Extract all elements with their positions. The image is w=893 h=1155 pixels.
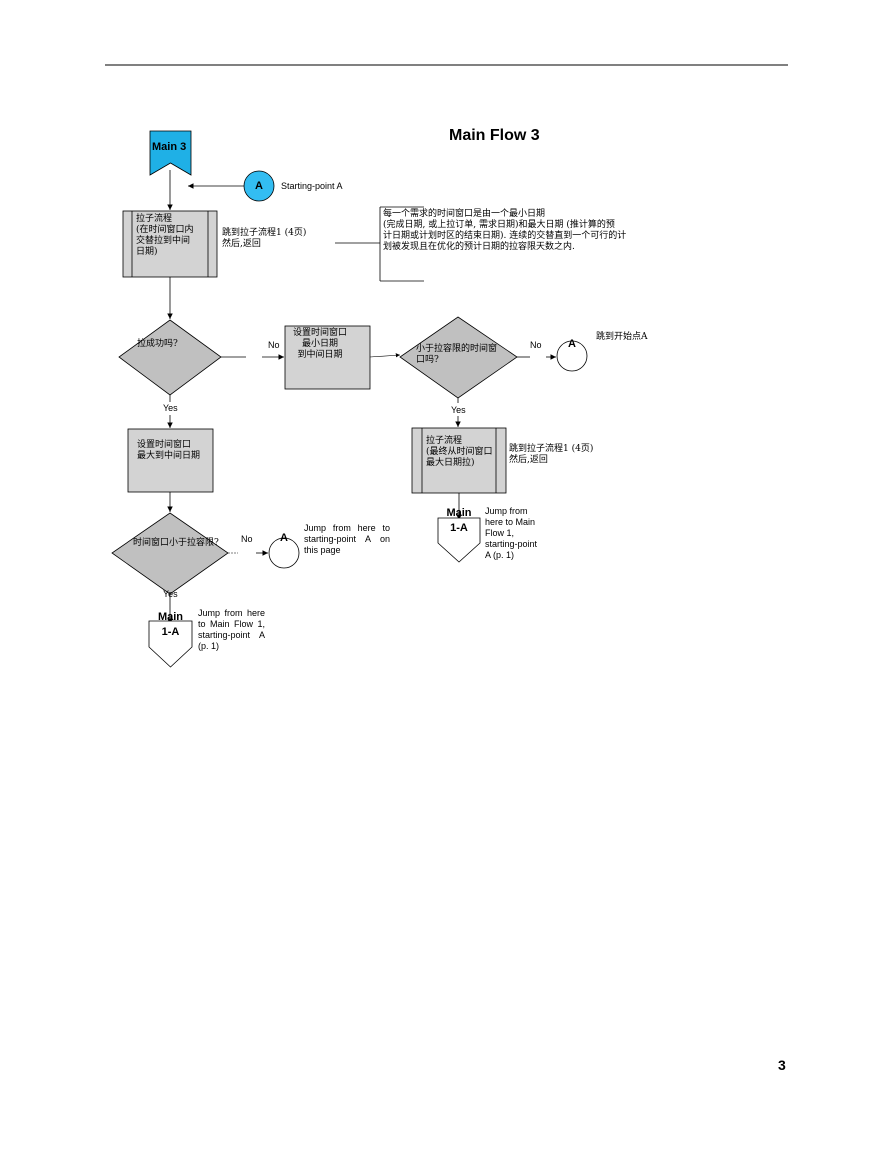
start-tag-shape <box>149 130 192 176</box>
process-set-max-text: 设置时间窗口 最大到中间日期 <box>137 440 201 461</box>
annotation-text: 每一个需求的时间窗口是由一个最小日期 (完成日期, 或上拉订单, 需求日期)和最… <box>383 209 627 252</box>
decision-success-shape <box>118 319 222 396</box>
offpage-right-note: Jump from here to Main Flow 1, starting-… <box>485 506 538 560</box>
connector-a-mid-note: Jump from here to starting-point A on th… <box>304 523 390 555</box>
offpage-bottom-shape <box>148 620 193 668</box>
connector-a-top-label: A <box>255 180 263 192</box>
offpage-bottom-line2: 1-A <box>161 626 180 638</box>
decision-success-no: No <box>268 340 280 350</box>
starting-point-label: Starting-point A <box>281 181 343 191</box>
process-pull2-note: 跳到拉子流程1 (4页) 然后,返回 <box>509 444 594 465</box>
decision-success-text: 拉成功吗? <box>137 339 178 349</box>
process-pull2-text: 拉子流程 (最终从时间窗口 最大日期拉) <box>426 436 493 468</box>
offpage-right-line1: Main <box>446 507 472 519</box>
decision-success-yes: Yes <box>163 403 178 413</box>
decision-tolerance-no: No <box>530 340 542 350</box>
decision-tolerance-text: 小于拉容限的时间窗 口吗? <box>416 344 498 365</box>
process-set-min-text: 设置时间窗口 最小日期 到中间日期 <box>292 328 347 360</box>
page-title: Main Flow 3 <box>449 127 540 144</box>
page-number: 3 <box>778 1057 786 1073</box>
process-pull2-shape <box>411 427 507 494</box>
decision-window-yes: Yes <box>163 589 178 599</box>
offpage-bottom-note: Jump from here to Main Flow 1, starting-… <box>198 608 265 651</box>
arrow-setmin-to-tolerance <box>369 353 401 358</box>
connector-a-right-label: A <box>568 338 576 350</box>
process-pull1-text: 拉子流程 (在时间窗口内 交替拉到中间 日期) <box>136 214 194 257</box>
offpage-right-shape <box>437 517 481 563</box>
process-pull1-note: 跳到拉子流程1 (4页) 然后,返回 <box>222 228 307 249</box>
start-tag-label: Main 3 <box>152 141 187 153</box>
decision-window-no: No <box>241 534 253 544</box>
offpage-bottom-line1: Main <box>157 611 184 623</box>
process-set-max-shape <box>127 428 214 493</box>
connector-a-right-note: 跳到开始点A <box>596 332 648 342</box>
connector-a-mid-label: A <box>280 532 288 544</box>
decision-window-shape <box>111 512 229 595</box>
decision-tolerance-yes: Yes <box>451 405 466 415</box>
process-set-min-shape <box>284 325 371 390</box>
connector-a-mid-shape <box>268 537 300 569</box>
decision-window-text: 时间窗口小于拉容限? <box>133 538 219 548</box>
offpage-right-line2: 1-A <box>450 522 468 534</box>
connector-a-right-shape <box>556 340 588 372</box>
